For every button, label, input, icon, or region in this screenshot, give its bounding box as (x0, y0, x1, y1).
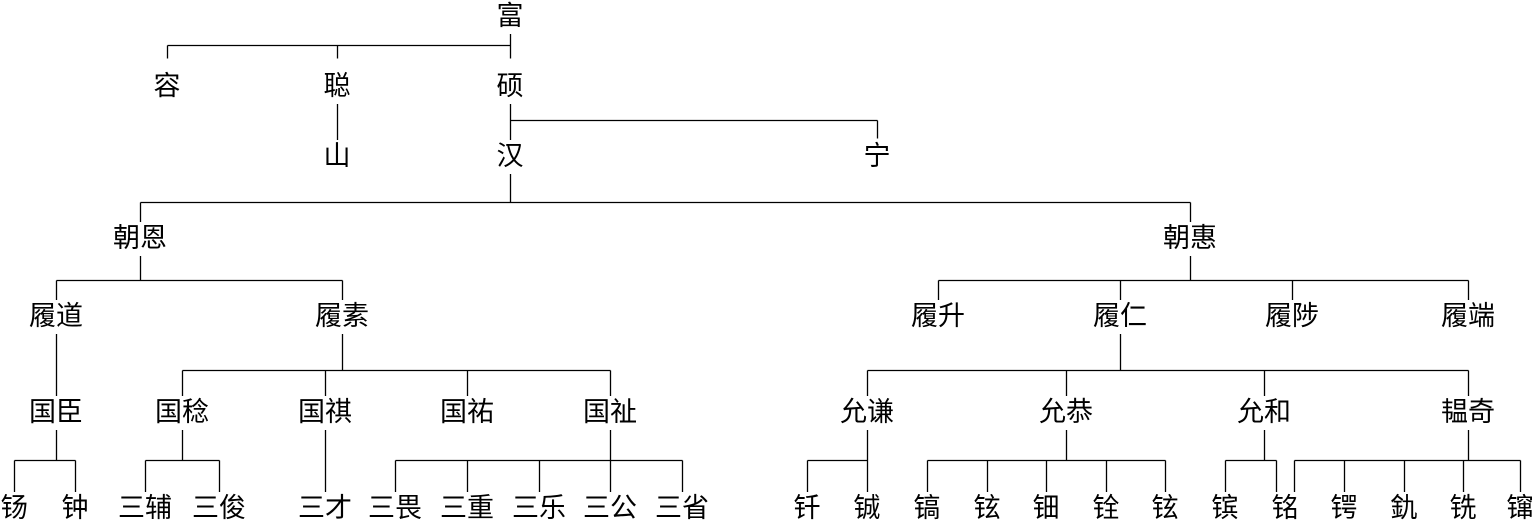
node-guochen: 国臣 (28, 396, 84, 430)
node-guoyou: 国祐 (439, 396, 495, 430)
node-sansheng: 三省 (654, 492, 710, 526)
node-lvsheng: 履升 (910, 300, 966, 334)
node-sanjun: 三俊 (191, 492, 247, 526)
node-guowen: 国稔 (154, 396, 210, 430)
node-quan: 铨 (1091, 492, 1121, 526)
node-sancai: 三才 (297, 492, 353, 526)
node-sanle: 三乐 (511, 492, 567, 526)
node-jian: 铖 (852, 492, 882, 526)
node-sanfu: 三辅 (117, 492, 173, 526)
node-gao2: 镩 (1505, 492, 1535, 526)
node-lvduan: 履端 (1440, 300, 1496, 334)
node-ning: 宁 (862, 140, 892, 174)
node-lvsu: 履素 (314, 300, 370, 334)
node-chaoen: 朝恩 (112, 222, 168, 256)
node-guoqi: 国祺 (297, 396, 353, 430)
node-sangong: 三公 (582, 492, 638, 526)
node-fu: 富 (495, 0, 525, 34)
node-han: 汉 (495, 140, 525, 174)
node-yungong: 允恭 (1038, 396, 1094, 430)
node-lvren: 履仁 (1092, 300, 1148, 334)
node-zhong: 钟 (60, 492, 90, 526)
node-gao: 镐 (912, 492, 942, 526)
node-yunqian: 允谦 (839, 396, 895, 430)
node-sanzhong: 三重 (439, 492, 495, 526)
node-shan: 山 (322, 140, 352, 174)
node-lvbu: 履陟 (1264, 300, 1320, 334)
node-xuan: 铉 (972, 492, 1002, 526)
node-lvdao: 履道 (28, 300, 84, 334)
node-qiu: 釚 (1389, 492, 1419, 526)
node-yunhe: 允和 (1236, 396, 1292, 430)
node-e: 锷 (1329, 492, 1359, 526)
node-xian: 铣 (1448, 492, 1478, 526)
node-rong: 容 (152, 70, 182, 104)
node-chaohui: 朝惠 (1162, 222, 1218, 256)
node-kuang: 钎 (792, 492, 822, 526)
node-ming: 铭 (1270, 492, 1300, 526)
node-yang: 钖 (0, 492, 29, 526)
node-bin: 镔 (1210, 492, 1240, 526)
node-yunqi: 韫奇 (1440, 396, 1496, 430)
node-shuo: 硕 (495, 70, 525, 104)
node-hong: 铉 (1150, 492, 1180, 526)
node-guoshe: 国祉 (582, 396, 638, 430)
node-tian: 钿 (1031, 492, 1061, 526)
node-cong: 聪 (322, 70, 352, 104)
node-sangen: 三畏 (367, 492, 423, 526)
